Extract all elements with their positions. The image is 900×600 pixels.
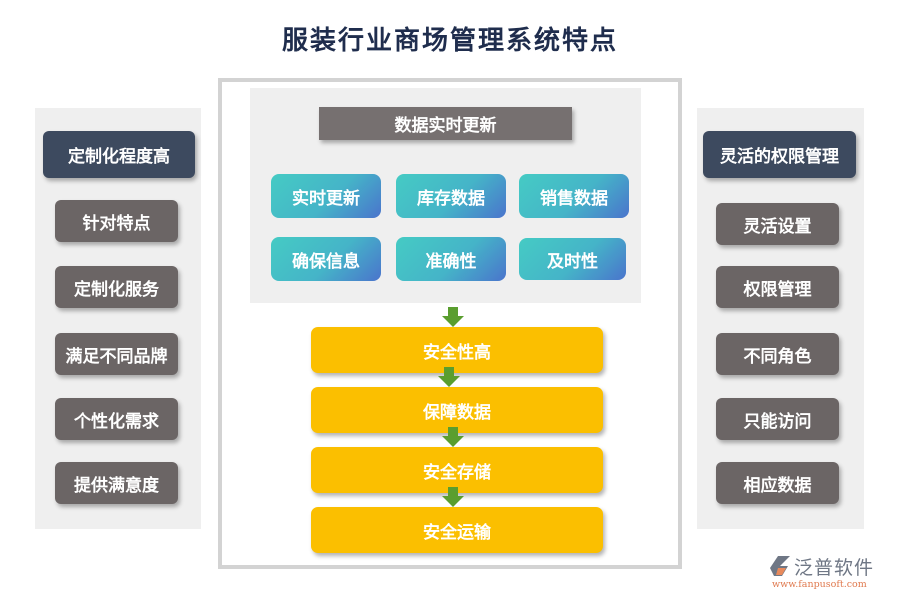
left-item: 满足不同品牌	[55, 333, 178, 375]
right-item: 只能访问	[716, 398, 839, 440]
right-item: 灵活设置	[716, 203, 839, 245]
grid-item: 库存数据	[396, 174, 506, 218]
flow-step: 安全存储	[311, 447, 603, 493]
left-item: 提供满意度	[55, 462, 178, 504]
logo-icon	[770, 556, 790, 576]
arrow-down-icon	[442, 487, 464, 507]
page-title: 服装行业商场管理系统特点	[281, 26, 618, 56]
grid-item: 确保信息	[271, 237, 381, 281]
arrow-down-icon	[438, 367, 460, 387]
grid-item: 实时更新	[271, 174, 381, 218]
arrow-down-icon	[442, 427, 464, 447]
center-frame	[218, 78, 682, 569]
logo-url: www.fanpusoft.com	[772, 579, 867, 590]
logo-name: 泛普软件	[794, 557, 875, 579]
right-item: 相应数据	[716, 462, 839, 504]
grid-item: 及时性	[519, 238, 626, 280]
arrow-down-icon	[442, 307, 464, 327]
right-item: 不同角色	[716, 333, 839, 375]
right-panel	[697, 108, 864, 529]
left-panel	[35, 108, 201, 529]
logo: 泛普软件 www.fanpusoft.com	[768, 553, 898, 593]
grid-item: 准确性	[396, 237, 506, 281]
left-item: 针对特点	[55, 200, 178, 242]
right-item: 权限管理	[716, 266, 839, 308]
flow-step: 安全运输	[311, 507, 603, 553]
center-header: 数据实时更新	[319, 107, 572, 140]
left-item: 个性化需求	[55, 398, 178, 440]
left-item: 定制化服务	[55, 266, 178, 308]
left-header: 定制化程度高	[43, 131, 195, 178]
grid-item: 销售数据	[519, 174, 629, 218]
flow-step: 安全性高	[311, 327, 603, 373]
flow-step: 保障数据	[311, 387, 603, 433]
right-header: 灵活的权限管理	[703, 131, 856, 178]
